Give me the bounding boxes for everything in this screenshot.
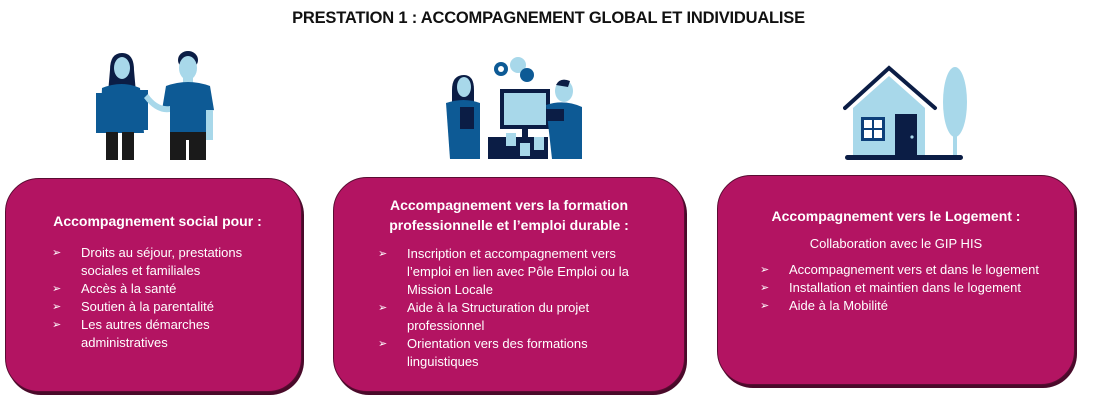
panel-employment: Accompagnement vers la formation profess… [333,177,685,392]
list-item: ➢Inscription et accompagnement vers l’em… [378,246,629,297]
list-item: ➢Droits au séjour, prestations sociales … [52,245,243,278]
arrow-bullet-icon: ➢ [760,300,770,312]
panel-heading: Accompagnement vers la formation profess… [389,197,629,233]
list-item: ➢Les autres démarches administratives [52,317,210,350]
workplace-training-icon [440,55,585,160]
panel-social: Accompagnement social pour : ➢Droits au … [5,178,302,392]
page-title: PRESTATION 1 : ACCOMPAGNEMENT GLOBAL ET … [292,9,805,27]
panel-list: ➢Droits au séjour, prestations sociales … [52,244,283,352]
arrow-bullet-icon: ➢ [52,283,62,295]
list-item: ➢Orientation vers des formations linguis… [378,336,588,369]
panel-subheading: Collaboration avec le GIP HIS [809,236,983,251]
arrow-bullet-icon: ➢ [378,248,388,260]
list-item: ➢Installation et maintien dans le logeme… [760,280,1021,295]
list-item: ➢Soutien à la parentalité [52,299,214,314]
list-item: ➢Accès à la santé [52,281,177,296]
list-item: ➢Aide à la Structuration du projet profe… [378,300,590,333]
panel-list: ➢Accompagnement vers et dans le logement… [760,261,1054,315]
couple-people-icon [92,48,217,163]
list-item: ➢Accompagnement vers et dans le logement [760,262,1040,277]
arrow-bullet-icon: ➢ [52,301,62,313]
arrow-bullet-icon: ➢ [378,302,388,314]
arrow-bullet-icon: ➢ [378,338,388,350]
panel-housing: Accompagnement vers le Logement : Collab… [717,175,1075,385]
panel-heading: Accompagnement vers le Logement : [771,208,1021,224]
panel-list: ➢Inscription et accompagnement vers l’em… [378,245,660,371]
list-item: ➢Aide à la Mobilité [760,298,888,313]
arrow-bullet-icon: ➢ [52,319,62,331]
arrow-bullet-icon: ➢ [760,282,770,294]
arrow-bullet-icon: ➢ [760,264,770,276]
panel-heading: Accompagnement social pour : [53,213,262,229]
house-icon [843,62,971,160]
arrow-bullet-icon: ➢ [52,247,62,259]
